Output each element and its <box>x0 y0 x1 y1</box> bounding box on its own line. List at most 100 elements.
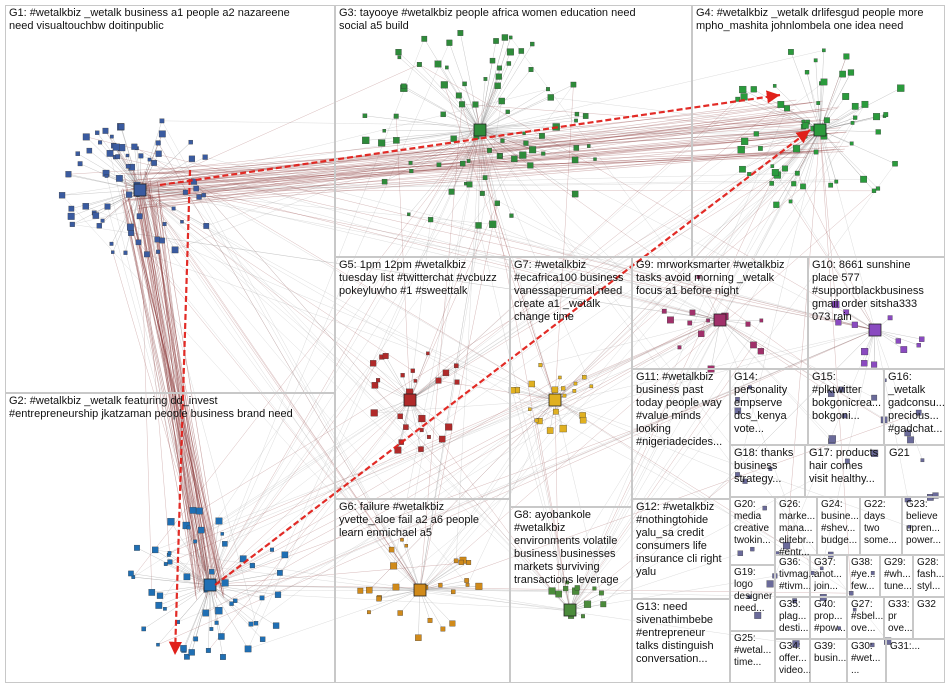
user-avatar-node[interactable] <box>136 213 143 220</box>
user-avatar-node[interactable] <box>440 626 446 632</box>
user-avatar-node[interactable] <box>151 160 157 166</box>
user-avatar-node[interactable] <box>222 541 228 547</box>
user-avatar-node[interactable] <box>553 408 559 415</box>
user-avatar-node[interactable] <box>579 416 587 424</box>
user-avatar-node[interactable] <box>539 133 545 139</box>
user-avatar-node[interactable] <box>593 157 597 161</box>
user-avatar-node[interactable] <box>77 161 83 167</box>
user-avatar-node[interactable] <box>528 407 532 411</box>
user-avatar-node[interactable] <box>82 203 89 210</box>
user-avatar-node[interactable] <box>804 70 810 75</box>
user-avatar-node[interactable] <box>86 147 93 154</box>
user-avatar-node[interactable] <box>737 145 745 154</box>
user-avatar-node[interactable] <box>459 160 466 167</box>
user-avatar-node[interactable] <box>541 151 546 156</box>
user-avatar-node[interactable] <box>816 101 821 105</box>
user-avatar-node[interactable] <box>479 190 485 196</box>
user-avatar-node[interactable] <box>870 571 875 575</box>
user-avatar-node[interactable] <box>281 551 289 559</box>
user-avatar-node[interactable] <box>415 634 422 641</box>
user-avatar-node[interactable] <box>895 338 901 344</box>
user-avatar-node[interactable] <box>860 175 868 183</box>
user-avatar-node[interactable] <box>378 139 386 147</box>
user-avatar-node[interactable] <box>413 379 418 383</box>
user-avatar-node[interactable] <box>249 562 255 569</box>
user-avatar-node[interactable] <box>770 164 775 168</box>
user-avatar-node[interactable] <box>915 409 922 416</box>
user-avatar-node[interactable] <box>528 67 534 72</box>
user-avatar-node[interactable] <box>527 162 534 169</box>
user-avatar-node[interactable] <box>483 77 488 81</box>
user-avatar-node[interactable] <box>428 217 434 223</box>
user-avatar-node[interactable] <box>870 642 875 648</box>
user-avatar-node[interactable] <box>147 157 152 162</box>
user-avatar-node[interactable] <box>115 154 121 160</box>
user-avatar-node[interactable] <box>750 546 755 552</box>
user-avatar-node[interactable] <box>407 212 411 216</box>
user-avatar-node[interactable] <box>193 539 197 544</box>
user-avatar-node[interactable] <box>875 186 881 191</box>
user-avatar-node[interactable] <box>436 162 442 168</box>
hub-avatar-node[interactable] <box>413 583 427 597</box>
user-avatar-node[interactable] <box>110 134 114 139</box>
user-avatar-node[interactable] <box>141 626 146 632</box>
user-avatar-node[interactable] <box>847 69 855 76</box>
user-avatar-node[interactable] <box>494 82 501 89</box>
hub-avatar-node[interactable] <box>868 323 882 337</box>
user-avatar-node[interactable] <box>546 427 554 434</box>
user-avatar-node[interactable] <box>203 223 210 229</box>
user-avatar-node[interactable] <box>561 386 566 391</box>
user-avatar-node[interactable] <box>156 249 161 254</box>
user-avatar-node[interactable] <box>861 100 869 108</box>
user-avatar-node[interactable] <box>131 143 138 150</box>
user-avatar-node[interactable] <box>419 428 424 433</box>
user-avatar-node[interactable] <box>371 382 379 389</box>
user-avatar-node[interactable] <box>370 409 378 417</box>
user-avatar-node[interactable] <box>248 621 254 627</box>
user-avatar-node[interactable] <box>750 86 757 93</box>
user-avatar-node[interactable] <box>822 48 826 53</box>
user-avatar-node[interactable] <box>465 583 470 587</box>
user-avatar-node[interactable] <box>401 83 407 89</box>
user-avatar-node[interactable] <box>777 101 785 108</box>
user-avatar-node[interactable] <box>506 48 514 56</box>
user-avatar-node[interactable] <box>495 73 502 80</box>
user-avatar-node[interactable] <box>849 141 854 146</box>
user-avatar-node[interactable] <box>861 348 869 356</box>
user-avatar-node[interactable] <box>842 93 850 100</box>
user-avatar-node[interactable] <box>788 199 793 204</box>
user-avatar-node[interactable] <box>421 35 428 42</box>
user-avatar-node[interactable] <box>493 38 499 44</box>
user-avatar-node[interactable] <box>748 385 752 390</box>
user-avatar-node[interactable] <box>448 188 455 195</box>
user-avatar-node[interactable] <box>75 151 81 156</box>
user-avatar-node[interactable] <box>745 321 751 327</box>
user-avatar-node[interactable] <box>426 434 431 439</box>
user-avatar-node[interactable] <box>771 169 779 177</box>
user-avatar-node[interactable] <box>195 507 203 515</box>
user-avatar-node[interactable] <box>156 592 164 599</box>
hub-avatar-node[interactable] <box>563 603 577 617</box>
user-avatar-node[interactable] <box>98 140 103 145</box>
user-avatar-node[interactable] <box>753 131 759 137</box>
user-avatar-node[interactable] <box>188 139 193 145</box>
user-avatar-node[interactable] <box>466 181 473 188</box>
user-avatar-node[interactable] <box>418 446 424 452</box>
user-avatar-node[interactable] <box>750 341 757 349</box>
user-avatar-node[interactable] <box>450 135 457 142</box>
user-avatar-node[interactable] <box>571 156 579 164</box>
user-avatar-node[interactable] <box>427 617 433 623</box>
user-avatar-node[interactable] <box>565 580 570 585</box>
user-avatar-node[interactable] <box>366 586 373 594</box>
user-avatar-node[interactable] <box>548 587 556 595</box>
hub-avatar-node[interactable] <box>133 183 147 197</box>
user-avatar-node[interactable] <box>820 566 824 571</box>
user-avatar-node[interactable] <box>574 585 580 591</box>
user-avatar-node[interactable] <box>167 559 173 565</box>
user-avatar-node[interactable] <box>454 379 460 385</box>
user-avatar-node[interactable] <box>573 381 578 386</box>
user-avatar-node[interactable] <box>104 174 109 178</box>
user-avatar-node[interactable] <box>138 153 144 159</box>
user-avatar-node[interactable] <box>186 525 191 530</box>
user-avatar-node[interactable] <box>851 321 858 328</box>
